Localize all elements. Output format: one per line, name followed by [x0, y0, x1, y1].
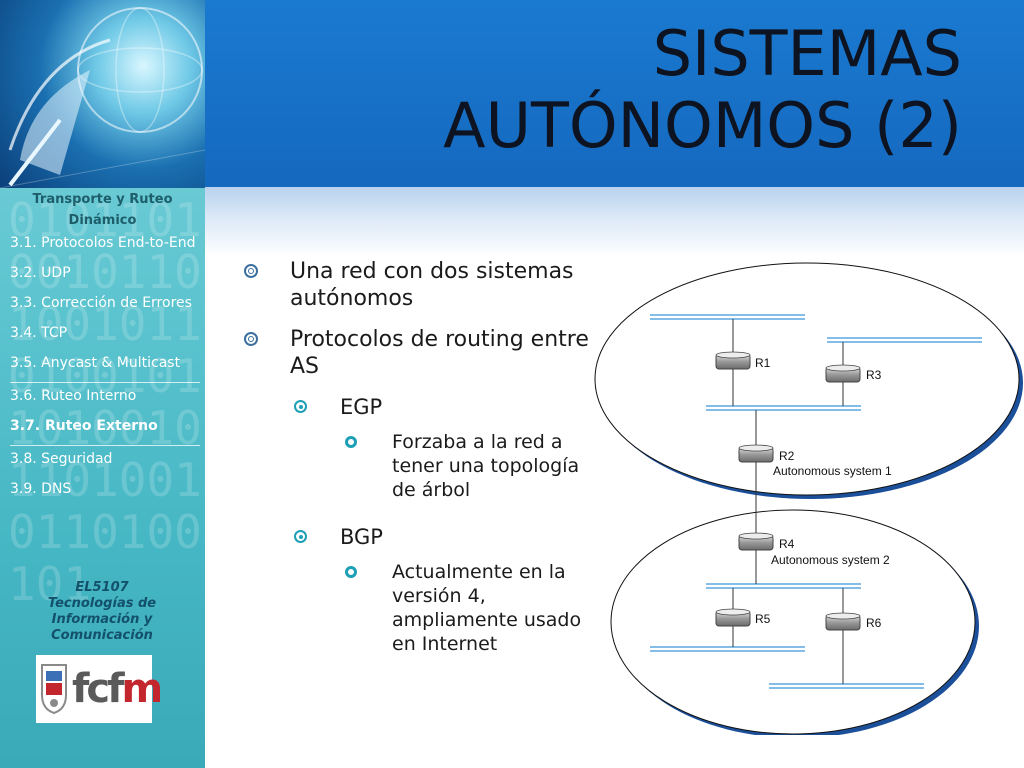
bullet-text: Forzaba a la red a tener una topología d… [392, 431, 580, 501]
nav-item-ruteo-externo[interactable]: 3.7. Ruteo Externo [10, 418, 158, 434]
router-r5-icon [715, 608, 751, 627]
university-shield-icon [41, 664, 67, 715]
satellite-dish-image [0, 0, 205, 189]
course-line: Tecnologías de [47, 596, 157, 611]
bullet-text: BGP [340, 525, 383, 549]
bullet-level2: EGP [238, 394, 598, 420]
sidebar: 0101101001011010010110100101101001011010… [0, 0, 205, 768]
router-label-r3: R3 [866, 368, 882, 382]
header-gradient [205, 187, 1024, 257]
bullet-marker-icon [345, 566, 357, 578]
bullet-marker-icon [345, 436, 357, 448]
bullet-level2: BGP [238, 524, 598, 550]
nav-item-seguridad[interactable]: 3.8. Seguridad [10, 451, 113, 467]
router-label-r2: R2 [779, 449, 795, 463]
bullet-level3: Actualmente en la versión 4, ampliamente… [238, 560, 598, 656]
router-r2-icon [738, 444, 774, 463]
bullet-marker-icon [244, 332, 258, 346]
router-r4-icon [738, 532, 774, 551]
bullet-level3: Forzaba a la red a tener una topología d… [238, 430, 598, 502]
bullet-marker-icon [294, 530, 307, 543]
bullet-text: Actualmente en la versión 4, ampliamente… [392, 561, 582, 655]
as1-label: Autonomous system 1 [773, 464, 892, 478]
header-banner [205, 0, 1024, 187]
bullet-text: Protocolos de routing entre AS [290, 327, 589, 379]
autonomous-systems-diagram: R1 R2 R3 R4 R5 R6 Autonomous system 1 Au… [594, 262, 1023, 735]
bullet-text: EGP [340, 395, 383, 419]
fcfm-logo: fcfm [36, 655, 163, 723]
bullet-marker-icon [294, 400, 307, 413]
router-r1-icon [715, 351, 751, 370]
nav-item-udp[interactable]: 3.2. UDP [10, 265, 71, 281]
router-label-r6: R6 [866, 616, 882, 630]
course-code: EL5107 [75, 580, 129, 595]
nav-separator [10, 445, 200, 446]
as2-label: Autonomous system 2 [771, 553, 890, 567]
as2-boundary [610, 509, 976, 735]
nav-item-tcp[interactable]: 3.4. TCP [10, 325, 68, 341]
nav-item-dns[interactable]: 3.9. DNS [10, 481, 72, 497]
course-line: Información y [51, 612, 153, 627]
sidebar-nav: 3.1. Protocolos End-to-End 3.2. UDP 3.3.… [10, 232, 200, 508]
bullet-text: Una red con dos sistemas autónomos [290, 259, 574, 311]
network-segments [650, 314, 982, 689]
router-label-r5: R5 [755, 612, 771, 626]
logo-wordmark: fcfm [72, 666, 163, 712]
nav-item-end-to-end[interactable]: 3.1. Protocolos End-to-End [10, 235, 196, 251]
logo-text: fcfm [72, 665, 163, 713]
sidebar-heading: Transporte y Ruteo Dinámico [32, 192, 173, 228]
course-line: Comunicación [51, 628, 153, 643]
router-r6-icon [825, 612, 861, 631]
nav-item-ruteo-interno[interactable]: 3.6. Ruteo Interno [10, 388, 137, 404]
course-name: EL5107 Tecnologías de Información y Comu… [10, 580, 194, 644]
nav-item-correccion-errores[interactable]: 3.3. Corrección de Errores [10, 295, 192, 311]
nav-item-anycast-multicast[interactable]: 3.5. Anycast & Multicast [10, 355, 181, 371]
as1-boundary [594, 262, 1020, 496]
binary-background: 0101101001011010010110100101101001011010… [8, 193, 202, 611]
router-label-r4: R4 [779, 537, 795, 551]
bullet-level1: Protocolos de routing entre AS [238, 326, 598, 380]
router-label-r1: R1 [755, 356, 771, 370]
slide-content: Una red con dos sistemas autónomos Proto… [238, 258, 598, 656]
bullet-marker-icon [244, 264, 258, 278]
nav-separator [10, 382, 200, 383]
bullet-level1: Una red con dos sistemas autónomos [238, 258, 598, 312]
router-r3-icon [825, 364, 861, 383]
slide-title: SISTEMAS AUTÓNOMOS (2) [443, 17, 962, 162]
